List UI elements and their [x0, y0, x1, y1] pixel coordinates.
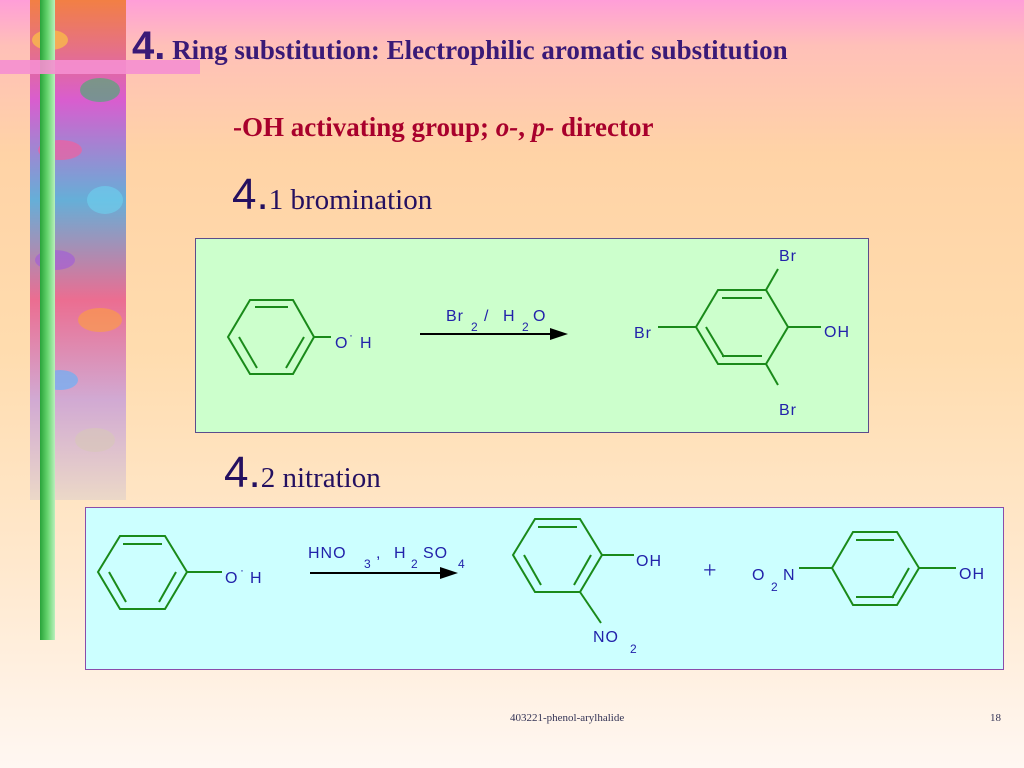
reagent-sep: / [484, 308, 489, 325]
reagent-2: 2 [411, 557, 419, 571]
reactant-oxygen: O [225, 570, 238, 587]
reaction-arrowhead [550, 328, 568, 340]
para-o: O [752, 567, 765, 584]
para-nitrophenol-ring [799, 531, 956, 606]
phenol-reactant-ring [96, 535, 222, 610]
product-oh: OH [824, 324, 850, 341]
reaction-arrowhead [440, 567, 458, 579]
ortho-nitrophenol-ring [511, 518, 634, 624]
product-br-top: Br [779, 248, 797, 265]
reagent-hno: HNO [308, 545, 347, 562]
reactant-dot: · [349, 328, 354, 342]
section-heading-bromination: 4.1 bromination [232, 170, 433, 219]
slide-subtitle: -OH activating group; o-, p- director [233, 112, 654, 142]
reagent-br-sub: 2 [471, 320, 479, 334]
reactant-hydrogen: H [250, 570, 263, 587]
reagent-h: H [394, 545, 407, 562]
reagent-h-sub: 2 [522, 320, 530, 334]
para-oh: OH [959, 566, 985, 583]
bromination-reaction-box: O · H Br 2 / H 2 O Br Br OH Br [195, 238, 869, 433]
para-o-sub: 2 [771, 580, 779, 594]
ortho-no-sub: 2 [630, 642, 638, 656]
reagent-4: 4 [458, 557, 466, 571]
ortho-no: NO [593, 629, 619, 646]
reagent-so: SO [423, 545, 448, 562]
reagent-o: O [533, 308, 546, 325]
horizontal-pink-bar [0, 60, 200, 74]
phenol-reactant-ring [226, 299, 331, 375]
reagent-3: 3 [364, 557, 372, 571]
reactant-oxygen: O [335, 335, 348, 352]
vertical-green-bar [40, 0, 55, 640]
slide-number: 18 [990, 712, 1001, 724]
section-heading-nitration: 4.2 nitration [224, 448, 381, 497]
para-n: N [783, 567, 796, 584]
reagent-br: Br [446, 308, 464, 325]
product-br-left: Br [634, 325, 652, 342]
product-br-bottom: Br [779, 402, 797, 419]
reagent-sep: , [376, 545, 381, 562]
nitration-reaction-box: O · H HNO 3 , H 2 SO 4 OH NO 2 + O 2 N [85, 507, 1004, 670]
ortho-oh: OH [636, 553, 662, 570]
reagent-h: H [503, 308, 516, 325]
footer-course-label: 403221-phenol-arylhalide [510, 712, 625, 724]
reactant-dot: · [240, 563, 245, 577]
plus-sign: + [703, 558, 718, 584]
reactant-hydrogen: H [360, 335, 373, 352]
tribromophenol-product-ring [658, 268, 821, 386]
slide-title: 4. Ring substitution: Electrophilic arom… [132, 24, 788, 68]
